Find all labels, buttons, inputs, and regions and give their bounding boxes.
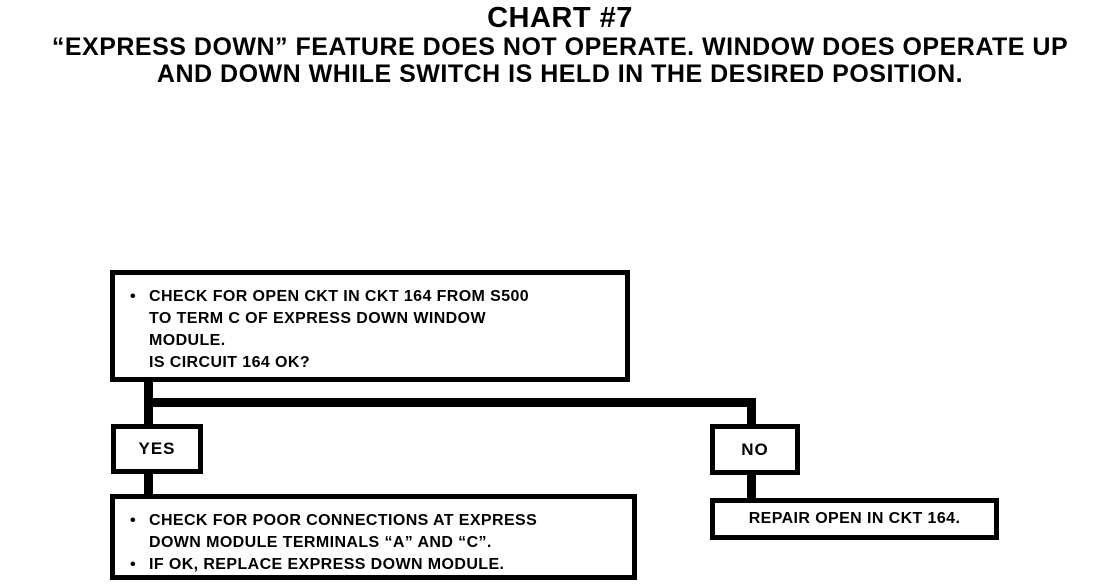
decision-box-line: IS CIRCUIT 164 OK? (130, 352, 625, 374)
no-action-box: REPAIR OPEN IN CKT 164. (710, 498, 999, 540)
chart-subtitle-line-2: AND DOWN WHILE SWITCH IS HELD IN THE DES… (156, 60, 964, 88)
yes-action-box: • CHECK FOR POOR CONNECTIONS AT EXPRESS … (110, 494, 637, 580)
decision-box-line-text: IS CIRCUIT 164 OK? (149, 354, 311, 371)
connector-branch-horizontal (144, 398, 756, 407)
bullet-spacer (130, 352, 149, 374)
yes-action-box-line-text: IF OK, REPLACE EXPRESS DOWN MODULE. (149, 556, 505, 573)
decision-box-line-text: TO TERM C OF EXPRESS DOWN WINDOW (149, 310, 486, 327)
yes-action-box-line-text: CHECK FOR POOR CONNECTIONS AT EXPRESS (149, 512, 538, 529)
bullet-spacer (130, 308, 149, 330)
connector-no-to-action (747, 472, 756, 500)
decision-box-line-text: CHECK FOR OPEN CKT IN CKT 164 FROM S500 (149, 288, 530, 305)
decision-box-text: • CHECK FOR OPEN CKT IN CKT 164 FROM S50… (115, 275, 625, 374)
decision-box-line: TO TERM C OF EXPRESS DOWN WINDOW (130, 308, 625, 330)
yes-action-box-line: DOWN MODULE TERMINALS “A” AND “C”. (130, 532, 632, 554)
yes-action-box-text: • CHECK FOR POOR CONNECTIONS AT EXPRESS … (115, 499, 632, 576)
decision-box-line-text: MODULE. (149, 332, 226, 349)
chart-subtitle-line-1: “EXPRESS DOWN” FEATURE DOES NOT OPERATE.… (51, 33, 1069, 61)
no-action-box-text: REPAIR OPEN IN CKT 164. (748, 510, 961, 527)
chart-title: CHART #7 (487, 2, 633, 34)
yes-action-box-line: • CHECK FOR POOR CONNECTIONS AT EXPRESS (130, 510, 632, 532)
bullet-spacer (130, 330, 149, 352)
bullet-spacer (130, 532, 149, 554)
decision-box: • CHECK FOR OPEN CKT IN CKT 164 FROM S50… (110, 270, 630, 382)
connector-no-drop (747, 398, 756, 426)
connector-yes-to-action (144, 471, 153, 496)
yes-branch-label: YES (138, 439, 176, 458)
decision-box-line: • CHECK FOR OPEN CKT IN CKT 164 FROM S50… (130, 286, 625, 308)
no-branch-label: NO (741, 439, 769, 459)
bullet-icon: • (130, 512, 137, 529)
yes-action-box-line-text: DOWN MODULE TERMINALS “A” AND “C”. (149, 534, 492, 551)
yes-branch-box: YES (111, 424, 203, 474)
bullet-icon: • (130, 556, 137, 573)
yes-action-box-line: • IF OK, REPLACE EXPRESS DOWN MODULE. (130, 554, 632, 576)
no-branch-box: NO (710, 424, 800, 475)
bullet-icon: • (130, 288, 137, 305)
decision-box-line: MODULE. (130, 330, 625, 352)
